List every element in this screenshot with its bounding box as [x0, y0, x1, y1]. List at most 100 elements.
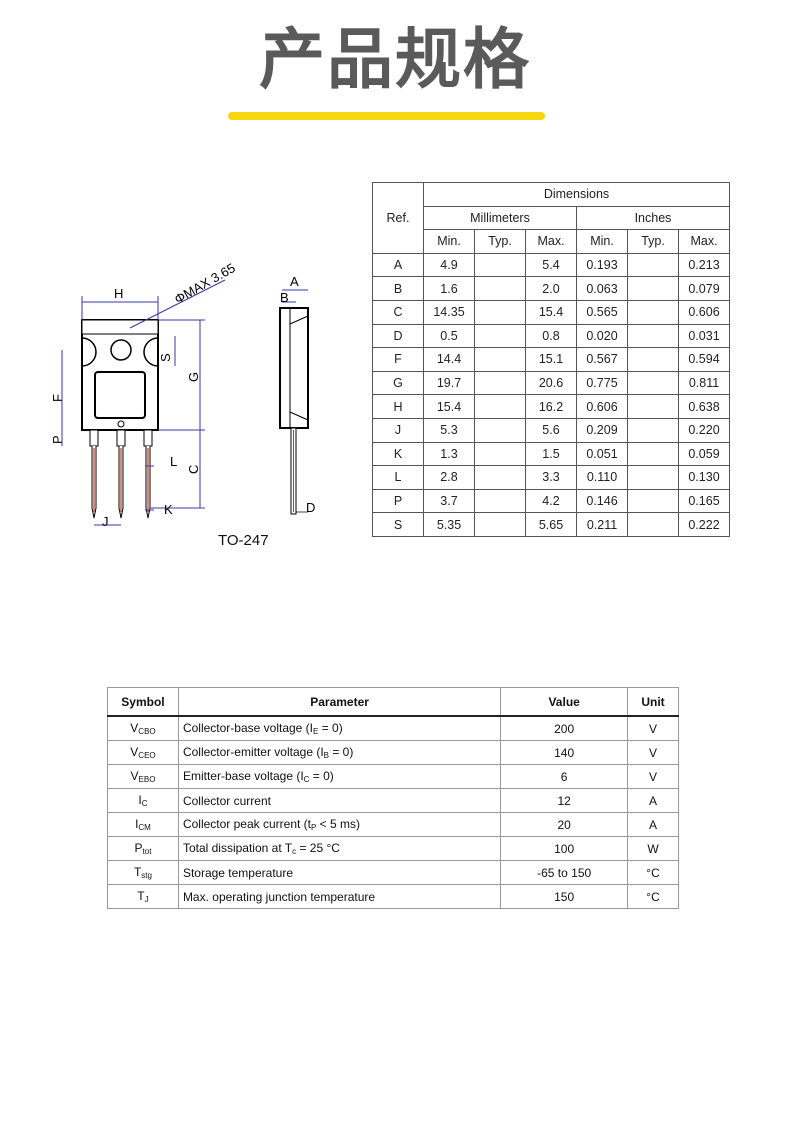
- dim-label-J: J: [102, 514, 109, 529]
- package-side-view: [279, 307, 309, 429]
- package-die-window: [94, 371, 146, 419]
- value-header: Value: [500, 687, 629, 717]
- subheader-mm-typ: Typ.: [474, 229, 526, 254]
- cell-in-typ: [627, 465, 679, 490]
- cell-in-max: 0.165: [678, 488, 730, 514]
- parameter-condition: = 0): [329, 745, 354, 759]
- cell-in-max: 0.606: [678, 299, 730, 325]
- symbol-subscript: C: [141, 799, 148, 808]
- page-title: 产品规格: [259, 21, 531, 98]
- cell-in-max: 0.059: [678, 441, 730, 467]
- cell-in-max: 0.079: [678, 276, 730, 301]
- title-underline: [228, 112, 545, 120]
- cell-in-max: 0.031: [678, 323, 730, 349]
- symbol-subscript: CBO: [138, 727, 156, 736]
- cell-parameter: Total dissipation at Tc = 25 °C: [177, 836, 502, 861]
- parameter-text: Max. operating junction temperature: [182, 889, 376, 904]
- cell-unit: V: [627, 740, 679, 765]
- parameter-text: Total dissipation at T: [182, 841, 293, 855]
- cell-mm-min: 5.3: [423, 417, 475, 443]
- cell-in-max: 0.594: [678, 347, 730, 372]
- cell-in-max: 0.213: [678, 252, 730, 278]
- parameter-subscript: P: [311, 823, 317, 832]
- cell-value: 12: [500, 788, 629, 813]
- package-name-label: TO-247: [218, 532, 269, 549]
- cell-mm-max: 15.1: [525, 347, 577, 372]
- dim-label-F: F: [50, 394, 65, 402]
- inches-header: Inches: [576, 205, 730, 231]
- cell-mm-max: 3.3: [525, 465, 577, 490]
- cell-in-min: 0.211: [576, 512, 628, 537]
- cell-mm-typ: [474, 370, 526, 396]
- cell-in-typ: [627, 299, 679, 325]
- cell-value: 6: [500, 764, 629, 789]
- cell-mm-max: 1.5: [525, 441, 577, 467]
- dim-label-G: G: [186, 372, 201, 382]
- package-leads: [89, 429, 153, 519]
- cell-parameter: Collector current: [177, 788, 502, 813]
- cell-parameter: Collector-emitter voltage (IB = 0): [177, 740, 502, 765]
- cell-in-min: 0.063: [576, 276, 628, 301]
- cell-in-typ: [627, 394, 679, 419]
- cell-symbol: VEBO: [107, 764, 179, 789]
- cell-in-min: 0.020: [576, 323, 628, 349]
- parameter-text: Collector current: [182, 793, 271, 808]
- cell-mm-typ: [474, 276, 526, 301]
- cell-symbol: TJ: [107, 884, 179, 909]
- cell-mm-typ: [474, 347, 526, 372]
- symbol-subscript: tot: [142, 847, 152, 856]
- cell-mm-typ: [474, 441, 526, 467]
- symbol-subscript: J: [144, 895, 149, 904]
- cell-unit: °C: [627, 860, 679, 885]
- cell-in-min: 0.775: [576, 370, 628, 396]
- dim-label-H: H: [114, 286, 123, 301]
- cell-mm-typ: [474, 512, 526, 537]
- cell-mm-typ: [474, 323, 526, 349]
- symbol-subscript: CEO: [138, 751, 156, 760]
- cell-in-typ: [627, 512, 679, 537]
- symbol-subscript: stg: [141, 871, 152, 880]
- cell-mm-min: 14.35: [423, 299, 475, 325]
- cell-unit: A: [627, 812, 679, 837]
- cell-mm-min: 14.4: [423, 347, 475, 372]
- cell-in-typ: [627, 347, 679, 372]
- subheader-in-max: Max.: [678, 229, 730, 254]
- cell-in-max: 0.130: [678, 465, 730, 490]
- symbol-header: Symbol: [107, 687, 179, 717]
- dimensions-header: Dimensions: [423, 182, 730, 207]
- cell-ref: J: [372, 417, 424, 443]
- cell-mm-typ: [474, 488, 526, 514]
- symbol-main: I: [135, 817, 139, 831]
- cell-in-max: 0.220: [678, 417, 730, 443]
- cell-mm-typ: [474, 252, 526, 278]
- cell-mm-max: 2.0: [525, 276, 577, 301]
- cell-unit: V: [627, 764, 679, 789]
- cell-in-min: 0.051: [576, 441, 628, 467]
- cell-ref: F: [372, 347, 424, 372]
- cell-mm-max: 15.4: [525, 299, 577, 325]
- cell-ref: C: [372, 299, 424, 325]
- cell-mm-max: 5.6: [525, 417, 577, 443]
- subheader-mm-max: Max.: [525, 229, 577, 254]
- dim-label-S: S: [158, 353, 173, 362]
- dim-label-D: D: [306, 500, 315, 515]
- cell-ref: P: [372, 488, 424, 514]
- dim-label-L: L: [170, 454, 177, 469]
- parameter-subscript: C: [303, 775, 310, 784]
- cell-in-min: 0.606: [576, 394, 628, 419]
- cell-in-typ: [627, 276, 679, 301]
- cell-in-typ: [627, 488, 679, 514]
- cell-in-min: 0.110: [576, 465, 628, 490]
- cell-ref: L: [372, 465, 424, 490]
